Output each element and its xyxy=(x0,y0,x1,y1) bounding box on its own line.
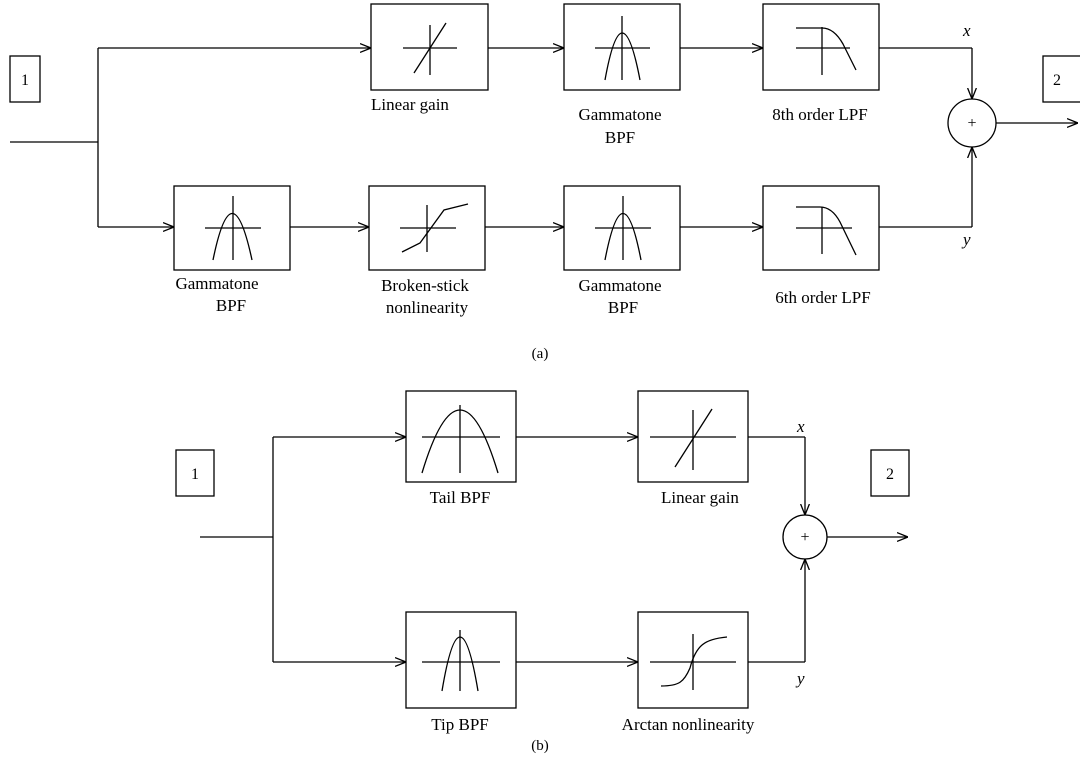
diagram-a-summing-junction: + xyxy=(947,98,997,148)
broken-stick-nonlinearity-icon xyxy=(400,203,469,253)
linear-gain-block: Linear gain xyxy=(637,390,749,507)
diagram-a-caption: (a) xyxy=(532,346,549,362)
gammatone-bpf-block: Gammatone BPF xyxy=(563,185,681,317)
bandpass-filter-icon xyxy=(205,196,261,261)
block-label: 6th order LPF xyxy=(775,288,870,307)
block-label: Linear gain xyxy=(661,488,739,507)
block-label: Gammatone xyxy=(175,274,258,293)
lowpass-filter-icon xyxy=(796,27,857,75)
gammatone-bpf-block: Gammatone BPF xyxy=(563,3,681,147)
diagram-a-output-x: x xyxy=(962,21,971,40)
diagram-b-summing-junction: + xyxy=(782,514,828,560)
block-label: Arctan nonlinearity xyxy=(622,715,755,734)
tail-bpf-block: Tail BPF xyxy=(405,390,517,507)
block-label: Tip BPF xyxy=(431,715,489,734)
linear-gain-icon xyxy=(650,408,736,470)
svg-text:2: 2 xyxy=(886,466,894,483)
lpf-6th-order-block: 6th order LPF xyxy=(762,185,880,307)
block-label: BPF xyxy=(608,298,638,317)
block-label: Linear gain xyxy=(371,95,449,114)
diagram-a-tag-1: 1 xyxy=(9,55,41,103)
svg-text:+: + xyxy=(967,115,976,132)
broken-stick-nonlinearity-block: Broken-stick nonlinearity xyxy=(368,185,486,317)
lpf-8th-order-block: 8th order LPF xyxy=(762,3,880,124)
linear-gain-icon xyxy=(403,22,457,75)
diagram-b-tag-1: 1 xyxy=(175,449,215,497)
diagram-b: 1 2 + x y xyxy=(175,390,910,754)
gammatone-bpf-block: Gammatone BPF xyxy=(173,185,291,315)
arctan-nonlinearity-icon xyxy=(650,634,736,690)
block-label: Gammatone xyxy=(578,276,661,295)
diagram-b-output-y: y xyxy=(795,669,805,688)
lowpass-filter-icon xyxy=(796,206,857,256)
diagram-a-tag-2: 2 xyxy=(1042,55,1080,103)
svg-text:1: 1 xyxy=(191,466,199,483)
svg-text:2: 2 xyxy=(1053,72,1061,89)
diagram-b-output-x: x xyxy=(796,417,805,436)
bandpass-filter-icon xyxy=(421,405,500,474)
block-label: 8th order LPF xyxy=(772,105,867,124)
svg-text:+: + xyxy=(800,529,809,546)
svg-text:1: 1 xyxy=(21,72,29,89)
block-label: Gammatone xyxy=(578,105,661,124)
block-label: Tail BPF xyxy=(430,488,491,507)
tip-bpf-block: Tip BPF xyxy=(405,611,517,734)
diagram-b-tag-2: 2 xyxy=(870,449,910,497)
arctan-nonlinearity-block: Arctan nonlinearity xyxy=(622,611,755,734)
block-label: nonlinearity xyxy=(386,298,469,317)
bandpass-filter-icon xyxy=(595,16,650,81)
diagram-b-caption: (b) xyxy=(531,738,549,754)
block-label: BPF xyxy=(216,296,246,315)
diagram-a: 1 2 + x y xyxy=(9,3,1080,362)
block-label: BPF xyxy=(605,128,635,147)
block-label: Broken-stick xyxy=(381,276,469,295)
narrow-bandpass-filter-icon xyxy=(422,630,500,692)
diagram-a-output-y: y xyxy=(961,230,971,249)
bandpass-filter-icon xyxy=(595,196,651,261)
linear-gain-block: Linear gain xyxy=(370,3,489,114)
